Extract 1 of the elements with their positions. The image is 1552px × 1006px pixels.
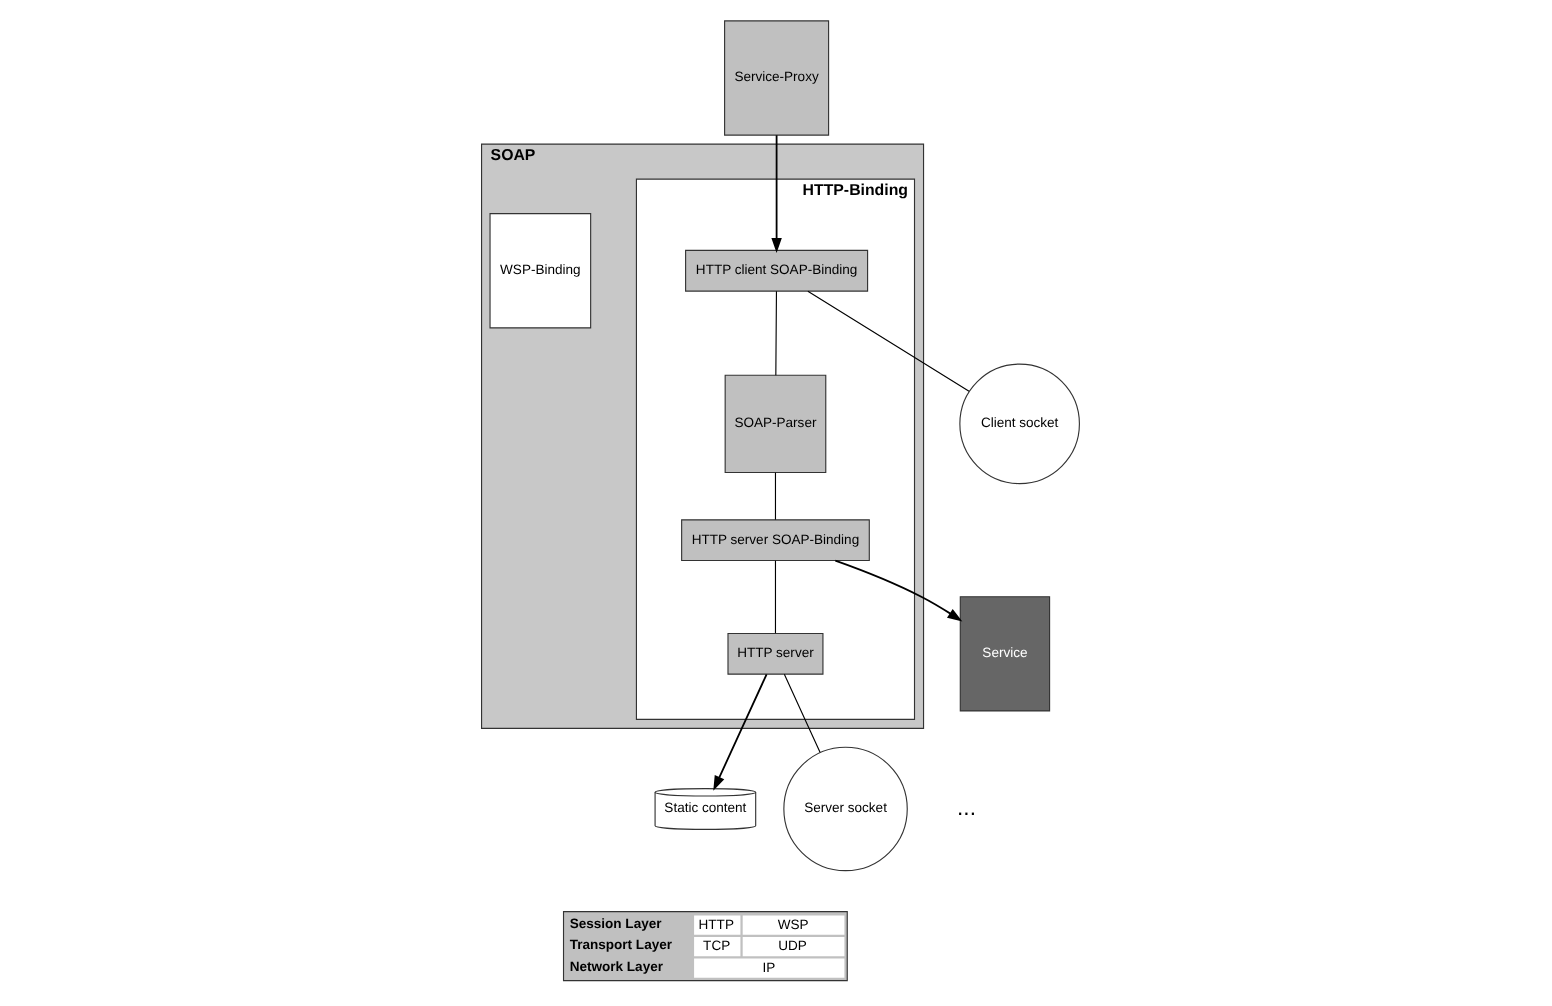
label: ... xyxy=(957,796,976,821)
